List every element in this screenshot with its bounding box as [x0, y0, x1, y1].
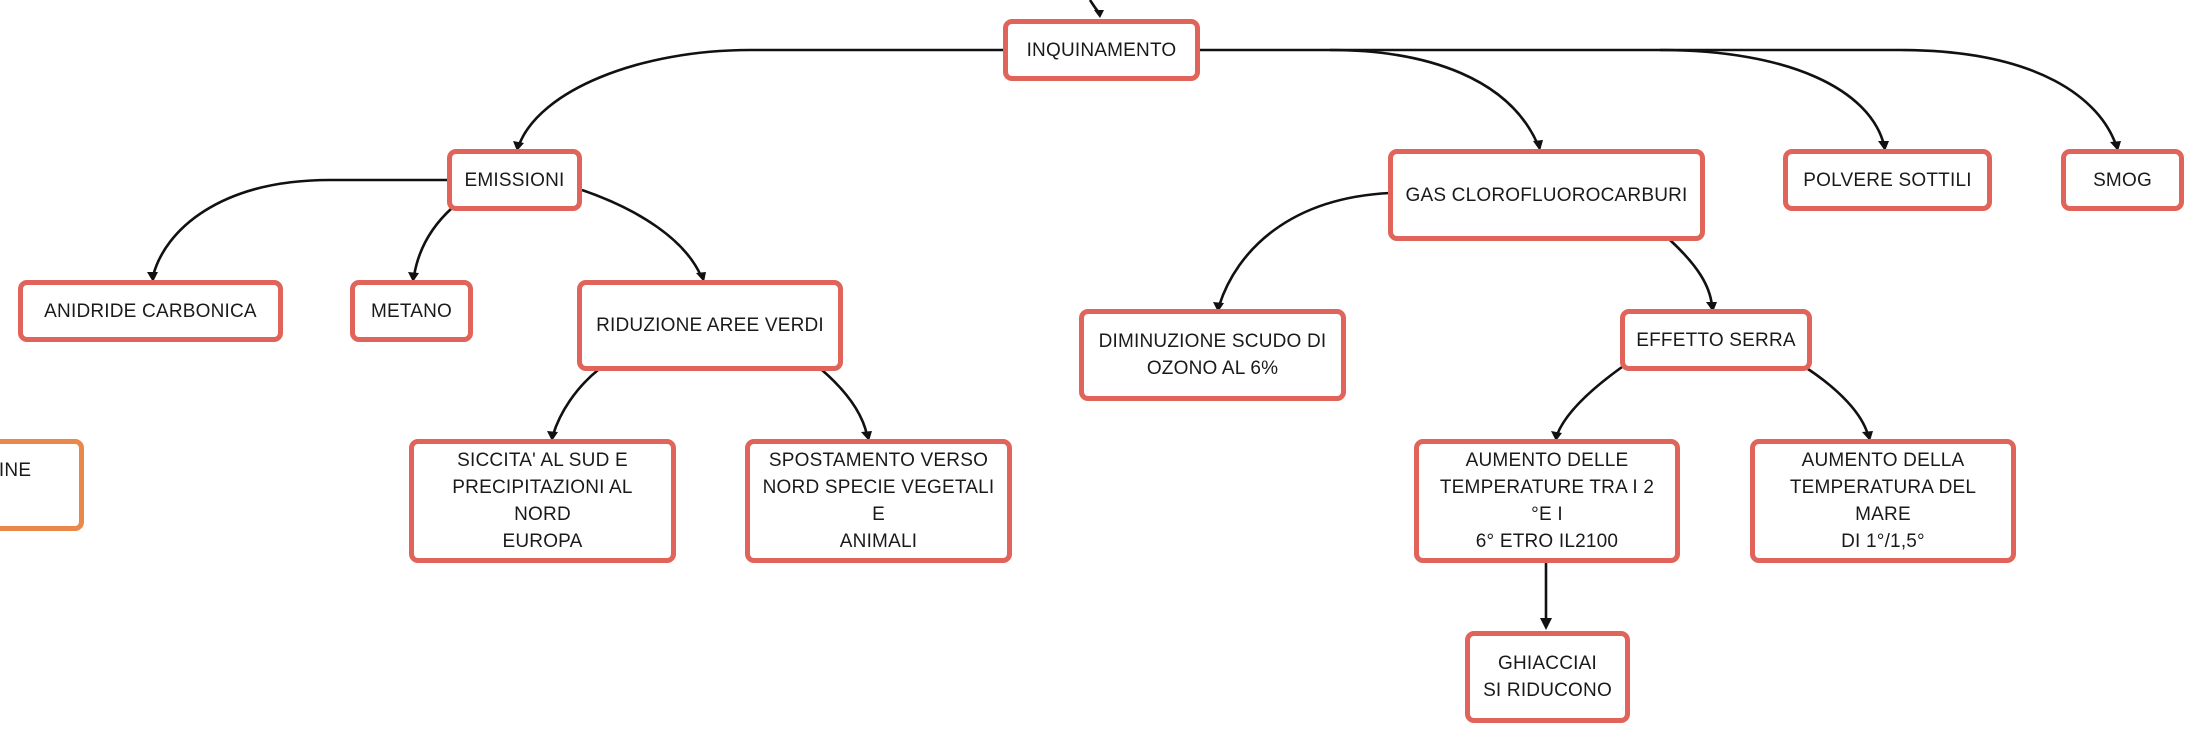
edge-inquinamento-gas [1200, 48, 1540, 146]
node-aumento-temperatura-mare[interactable]: AUMENTO DELLA TEMPERATURA DEL MARE DI 1°… [1750, 439, 2016, 563]
node-polvere-sottili[interactable]: POLVERE SOTTILI [1783, 149, 1992, 211]
arrowhead [1213, 302, 1224, 312]
arrowhead [1878, 141, 1889, 151]
node-siccita[interactable]: SICCITA' AL SUD E PRECIPITAZIONI AL NORD… [409, 439, 676, 563]
edge-riduzione-spostamento [821, 369, 869, 436]
arrowhead [1533, 140, 1543, 151]
node-diminuzione-scudo-ozono[interactable]: DIMINUZIONE SCUDO DI OZONO AL 6% [1079, 309, 1346, 401]
arrowhead [861, 431, 872, 441]
node-spostamento-specie[interactable]: SPOSTAMENTO VERSO NORD SPECIE VEGETALI E… [745, 439, 1012, 563]
arrowhead [408, 272, 419, 282]
node-smog[interactable]: SMOG [2061, 149, 2184, 211]
node-anidride-carbonica[interactable]: ANIDRIDE CARBONICA [18, 280, 283, 342]
arrowhead [547, 431, 558, 441]
edge-emissioni-metano [412, 207, 453, 277]
node-gas-clorofluorocarburi[interactable]: GAS CLOROFLUOROCARBURI [1388, 149, 1705, 241]
node-inquinamento[interactable]: INQUINAMENTO [1003, 19, 1200, 81]
edge-inquinamento-smog [1660, 48, 2118, 146]
node-effetto-serra[interactable]: EFFETTO SERRA [1620, 309, 1812, 371]
node-ghiacciai[interactable]: GHIACCIAI SI RIDUCONO [1465, 631, 1630, 723]
edge-effetto-aumento-mare [1804, 365, 1870, 436]
node-emissioni[interactable]: EMISSIONI [447, 149, 582, 211]
node-metano[interactable]: METANO [350, 280, 473, 342]
arrowhead [1551, 431, 1562, 441]
node-aumento-temperature[interactable]: AUMENTO DELLE TEMPERATURE TRA I 2 °E I 6… [1414, 439, 1680, 563]
arrowhead [1862, 431, 1873, 441]
edge-inquinamento-emissioni [517, 48, 1003, 146]
edge-inquinamento-polvere [1330, 48, 1886, 146]
arrowhead [1540, 618, 1552, 630]
node-partial-offscreen[interactable]: RINE [0, 439, 84, 531]
edge-gas-diminuzione [1217, 191, 1391, 307]
arrowhead [1094, 10, 1104, 18]
arrowhead [1706, 302, 1717, 312]
node-riduzione-aree-verdi[interactable]: RIDUZIONE AREE VERDI [577, 280, 843, 371]
arrowhead [513, 141, 524, 151]
edge-gas-effetto [1669, 239, 1714, 307]
edge-emissioni-anidride [151, 178, 447, 277]
arrowhead [147, 272, 158, 282]
edge-riduzione-siccita [551, 368, 599, 436]
edge-emissioni-riduzione [581, 188, 703, 277]
edge-effetto-aumento-temperature [1555, 365, 1623, 436]
arrowhead [696, 272, 706, 282]
arrowhead [2110, 141, 2121, 151]
